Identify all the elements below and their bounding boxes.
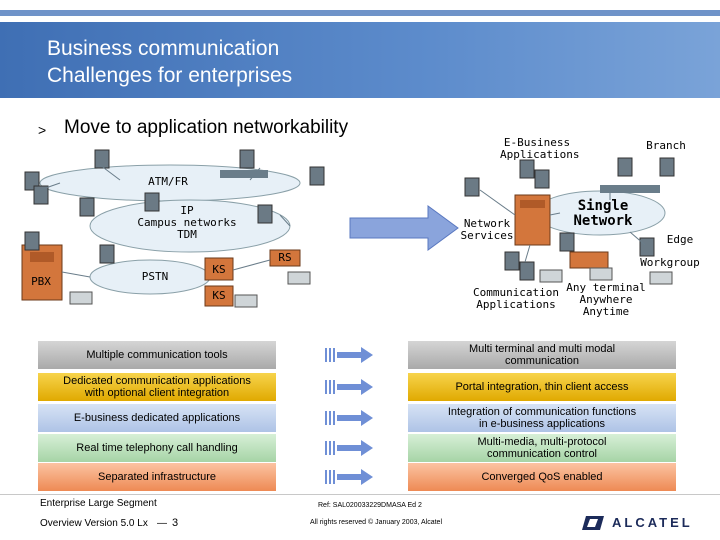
rs-box (269, 249, 301, 267)
phone-1 (69, 291, 93, 305)
row-right-4: Multi-media, multi-protocol communicatio… (408, 434, 676, 462)
server-small (569, 251, 609, 269)
label-any-terminal: Any terminal Anywhere Anytime (566, 281, 646, 318)
row-left-1: Multiple communication tools (38, 341, 276, 369)
label-ebusiness: E-Business Applications (500, 136, 580, 161)
label-ip-campus: IP Campus networks TDM (137, 204, 237, 241)
pc-group-left (24, 149, 325, 264)
row-arrow-icon (325, 440, 373, 456)
label-pbx: PBX (31, 275, 51, 288)
label-atm: ATM/FR (148, 175, 188, 188)
label-rs: RS (278, 251, 292, 264)
phone-3 (234, 294, 258, 308)
logo-text: ALCATEL (612, 515, 693, 530)
bullet-text: Move to application networkability (64, 117, 349, 138)
footer-dash: — (157, 518, 167, 529)
footer-segment: Enterprise Large Segment (40, 498, 157, 509)
row-arrow-icon (325, 347, 373, 363)
phone-6 (589, 267, 613, 281)
footer-ref: Ref: SAL020033229DMASA Ed 2 (318, 502, 422, 509)
row-arrow-icon (325, 379, 373, 395)
row-right-2: Portal integration, thin client access (408, 373, 676, 401)
bullet-marker: > (38, 122, 47, 138)
row-left-2: Dedicated communication applications wit… (38, 373, 276, 401)
footer-page-number: 3 (172, 517, 179, 529)
router-top (220, 170, 268, 178)
row-arrow-icon (325, 410, 373, 426)
row-left-5: Separated infrastructure (38, 463, 276, 491)
row-right-5: Converged QoS enabled (408, 463, 676, 491)
network-diagram (21, 149, 675, 308)
label-network-services: Network Services (460, 217, 514, 242)
pc-group-right (464, 157, 675, 281)
row-right-1: Multi terminal and multi modal communica… (408, 341, 676, 369)
ks-box-1 (204, 257, 234, 281)
label-ks-2: KS (212, 289, 226, 302)
label-single-network: Single Network (573, 198, 633, 229)
phone-2 (287, 271, 311, 285)
label-edge: Edge (666, 233, 694, 246)
ks-box-2 (204, 285, 234, 307)
phone-4 (649, 271, 673, 285)
phone-5 (539, 269, 563, 283)
top-bar (0, 0, 720, 10)
label-comm-apps: Communication Applications (472, 286, 560, 311)
label-branch: Branch (646, 139, 686, 152)
page-title: Business communication Challenges for en… (47, 37, 293, 87)
router-branch (600, 185, 660, 193)
label-ks-1: KS (212, 263, 226, 276)
row-left-4: Real time telephony call handling (38, 434, 276, 462)
alcatel-logo (582, 516, 604, 530)
row-left-3: E-business dedicated applications (38, 404, 276, 432)
row-arrow-icon (325, 469, 373, 485)
row-right-3: Integration of communication functions i… (408, 404, 676, 432)
big-arrow (349, 205, 459, 251)
label-workgroup: Workgroup (640, 256, 700, 269)
label-pstn: PSTN (141, 270, 169, 283)
top-accent-line (0, 10, 720, 16)
footer-version: Overview Version 5.0 Lx (40, 518, 148, 529)
title-banner: Business communication Challenges for en… (0, 22, 720, 98)
footer-rights: All rights reserved © January 2003, Alca… (310, 519, 443, 526)
footer-divider (0, 494, 720, 495)
